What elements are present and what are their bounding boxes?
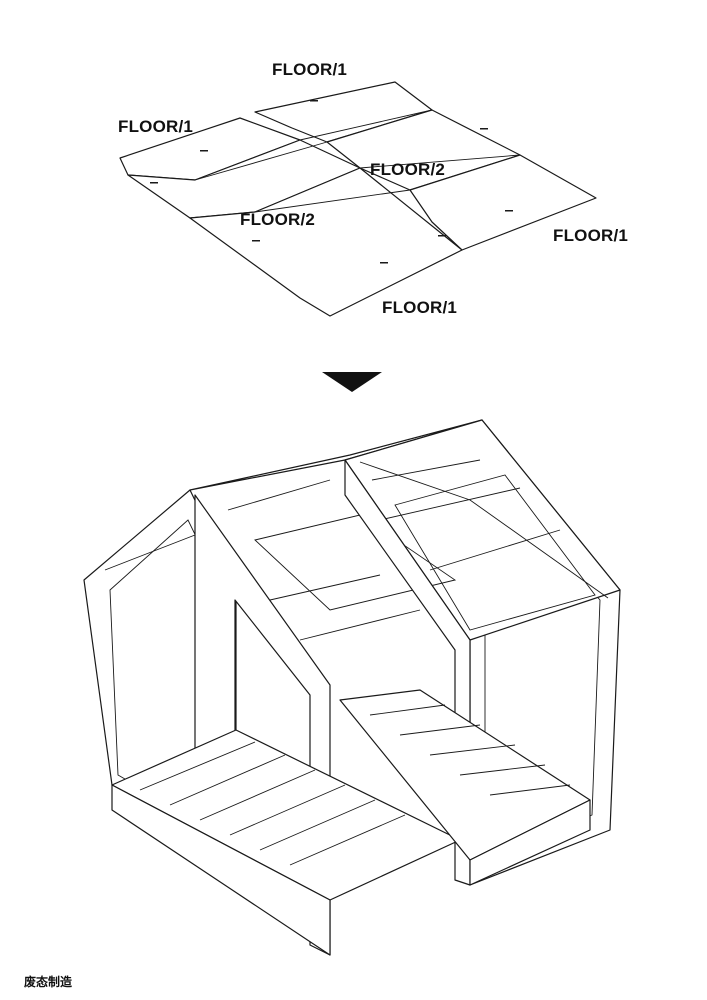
floor-label-front: FLOOR/1 [382, 298, 458, 317]
floor-panel-right-1 [409, 154, 597, 251]
floor-label-left: FLOOR/1 [118, 117, 194, 136]
house-frame [83, 419, 621, 956]
floor-label-middle-left: FLOOR/2 [240, 210, 316, 229]
footer-credit: 废态制造 [24, 975, 73, 989]
floor-label-back: FLOOR/1 [272, 60, 348, 79]
floor-label-right: FLOOR/1 [553, 226, 629, 245]
floor-panels [119, 81, 597, 317]
down-arrow [322, 372, 382, 392]
floor-label-middle-right: FLOOR/2 [370, 160, 446, 179]
